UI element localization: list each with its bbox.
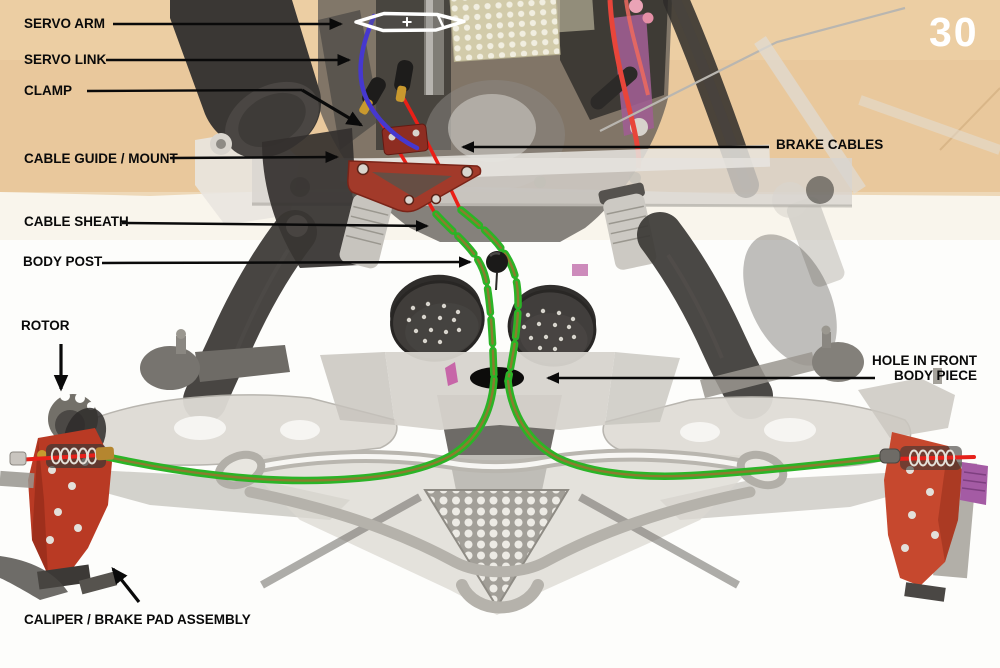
right-caliper-assembly	[858, 368, 988, 602]
body-post	[486, 251, 508, 291]
cardboard-fold-edge	[939, 87, 1000, 151]
magenta-chassis-glimpse	[445, 362, 458, 386]
label-rotor: ROTOR	[21, 318, 70, 333]
label-cable-guide-mount: CABLE GUIDE / MOUNT	[24, 151, 178, 166]
cable-guide-arrow	[169, 151, 340, 164]
page-number: 30	[929, 9, 979, 55]
receiver-area	[590, 0, 654, 169]
servo-arm-plus-mark: +	[402, 12, 413, 32]
cable-sheath-arrow	[121, 220, 429, 232]
left-steering-link	[140, 329, 290, 390]
chrome-front-bumper	[214, 448, 788, 615]
label-cable-sheath: CABLE SHEATH	[24, 214, 129, 229]
clamp-arrow-shaft	[86, 88, 303, 93]
left-caliper-cable-hardware	[9, 444, 115, 468]
brake-cable-red-right	[402, 97, 463, 213]
right-steering-link	[700, 325, 864, 398]
caliper-arrow	[111, 567, 141, 603]
servo-link-wire	[358, 13, 420, 151]
right-reservoir-disc	[507, 284, 597, 367]
label-body-post: BODY POST	[23, 254, 103, 269]
right-caliper-cable-hardware	[879, 446, 976, 470]
label-clamp: CLAMP	[24, 83, 72, 98]
label-brake-cables: BRAKE CABLES	[776, 137, 884, 152]
label-hole-line2: BODY PIECE	[893, 368, 977, 383]
cable-guide-mount-plate	[347, 160, 482, 213]
right-a-arm	[602, 396, 912, 520]
servo-arm-outline: +	[354, 11, 466, 33]
label-hole-line1: HOLE IN FRONT	[872, 353, 977, 368]
antenna-wire	[599, 6, 906, 132]
label-caliper-brake-pad-assembly: CALIPER / BRAKE PAD ASSEMBLY	[24, 612, 251, 627]
left-a-arm	[88, 394, 398, 520]
label-servo-link: SERVO LINK	[24, 52, 107, 67]
body-post-arrow	[101, 256, 472, 268]
label-hole-in-front-body-piece: HOLE IN FRONT BODY PIECE	[872, 353, 977, 383]
purple-adjuster-barrel	[960, 462, 988, 505]
clamp-arrow	[301, 88, 364, 127]
bumper-mesh	[423, 489, 570, 609]
leader-arrows	[53, 18, 875, 603]
perforated-heatsink-plate	[449, 0, 595, 63]
label-servo-arm: SERVO ARM	[24, 16, 106, 31]
